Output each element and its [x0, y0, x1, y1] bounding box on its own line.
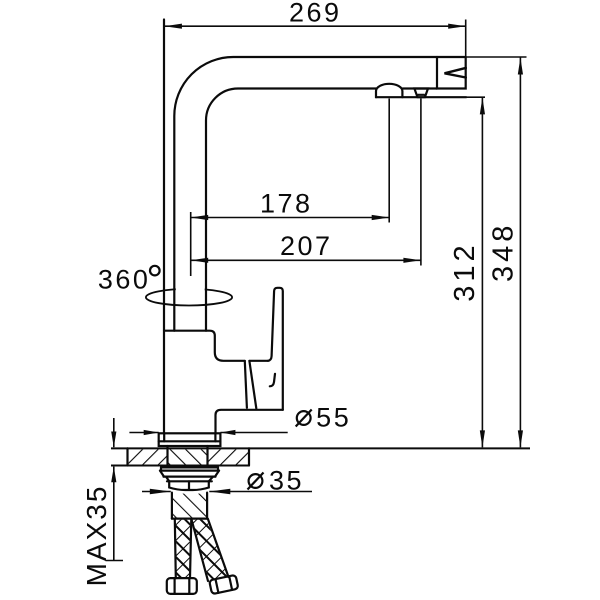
svg-text:360: 360 [98, 264, 151, 294]
svg-text:312: 312 [449, 241, 481, 301]
svg-text:MAX35: MAX35 [81, 485, 112, 587]
svg-text:35: 35 [269, 466, 304, 496]
svg-text:348: 348 [487, 222, 519, 282]
svg-text:269: 269 [289, 0, 342, 28]
svg-text:178: 178 [260, 189, 313, 219]
svg-text:55: 55 [316, 402, 351, 432]
svg-text:207: 207 [280, 231, 333, 261]
